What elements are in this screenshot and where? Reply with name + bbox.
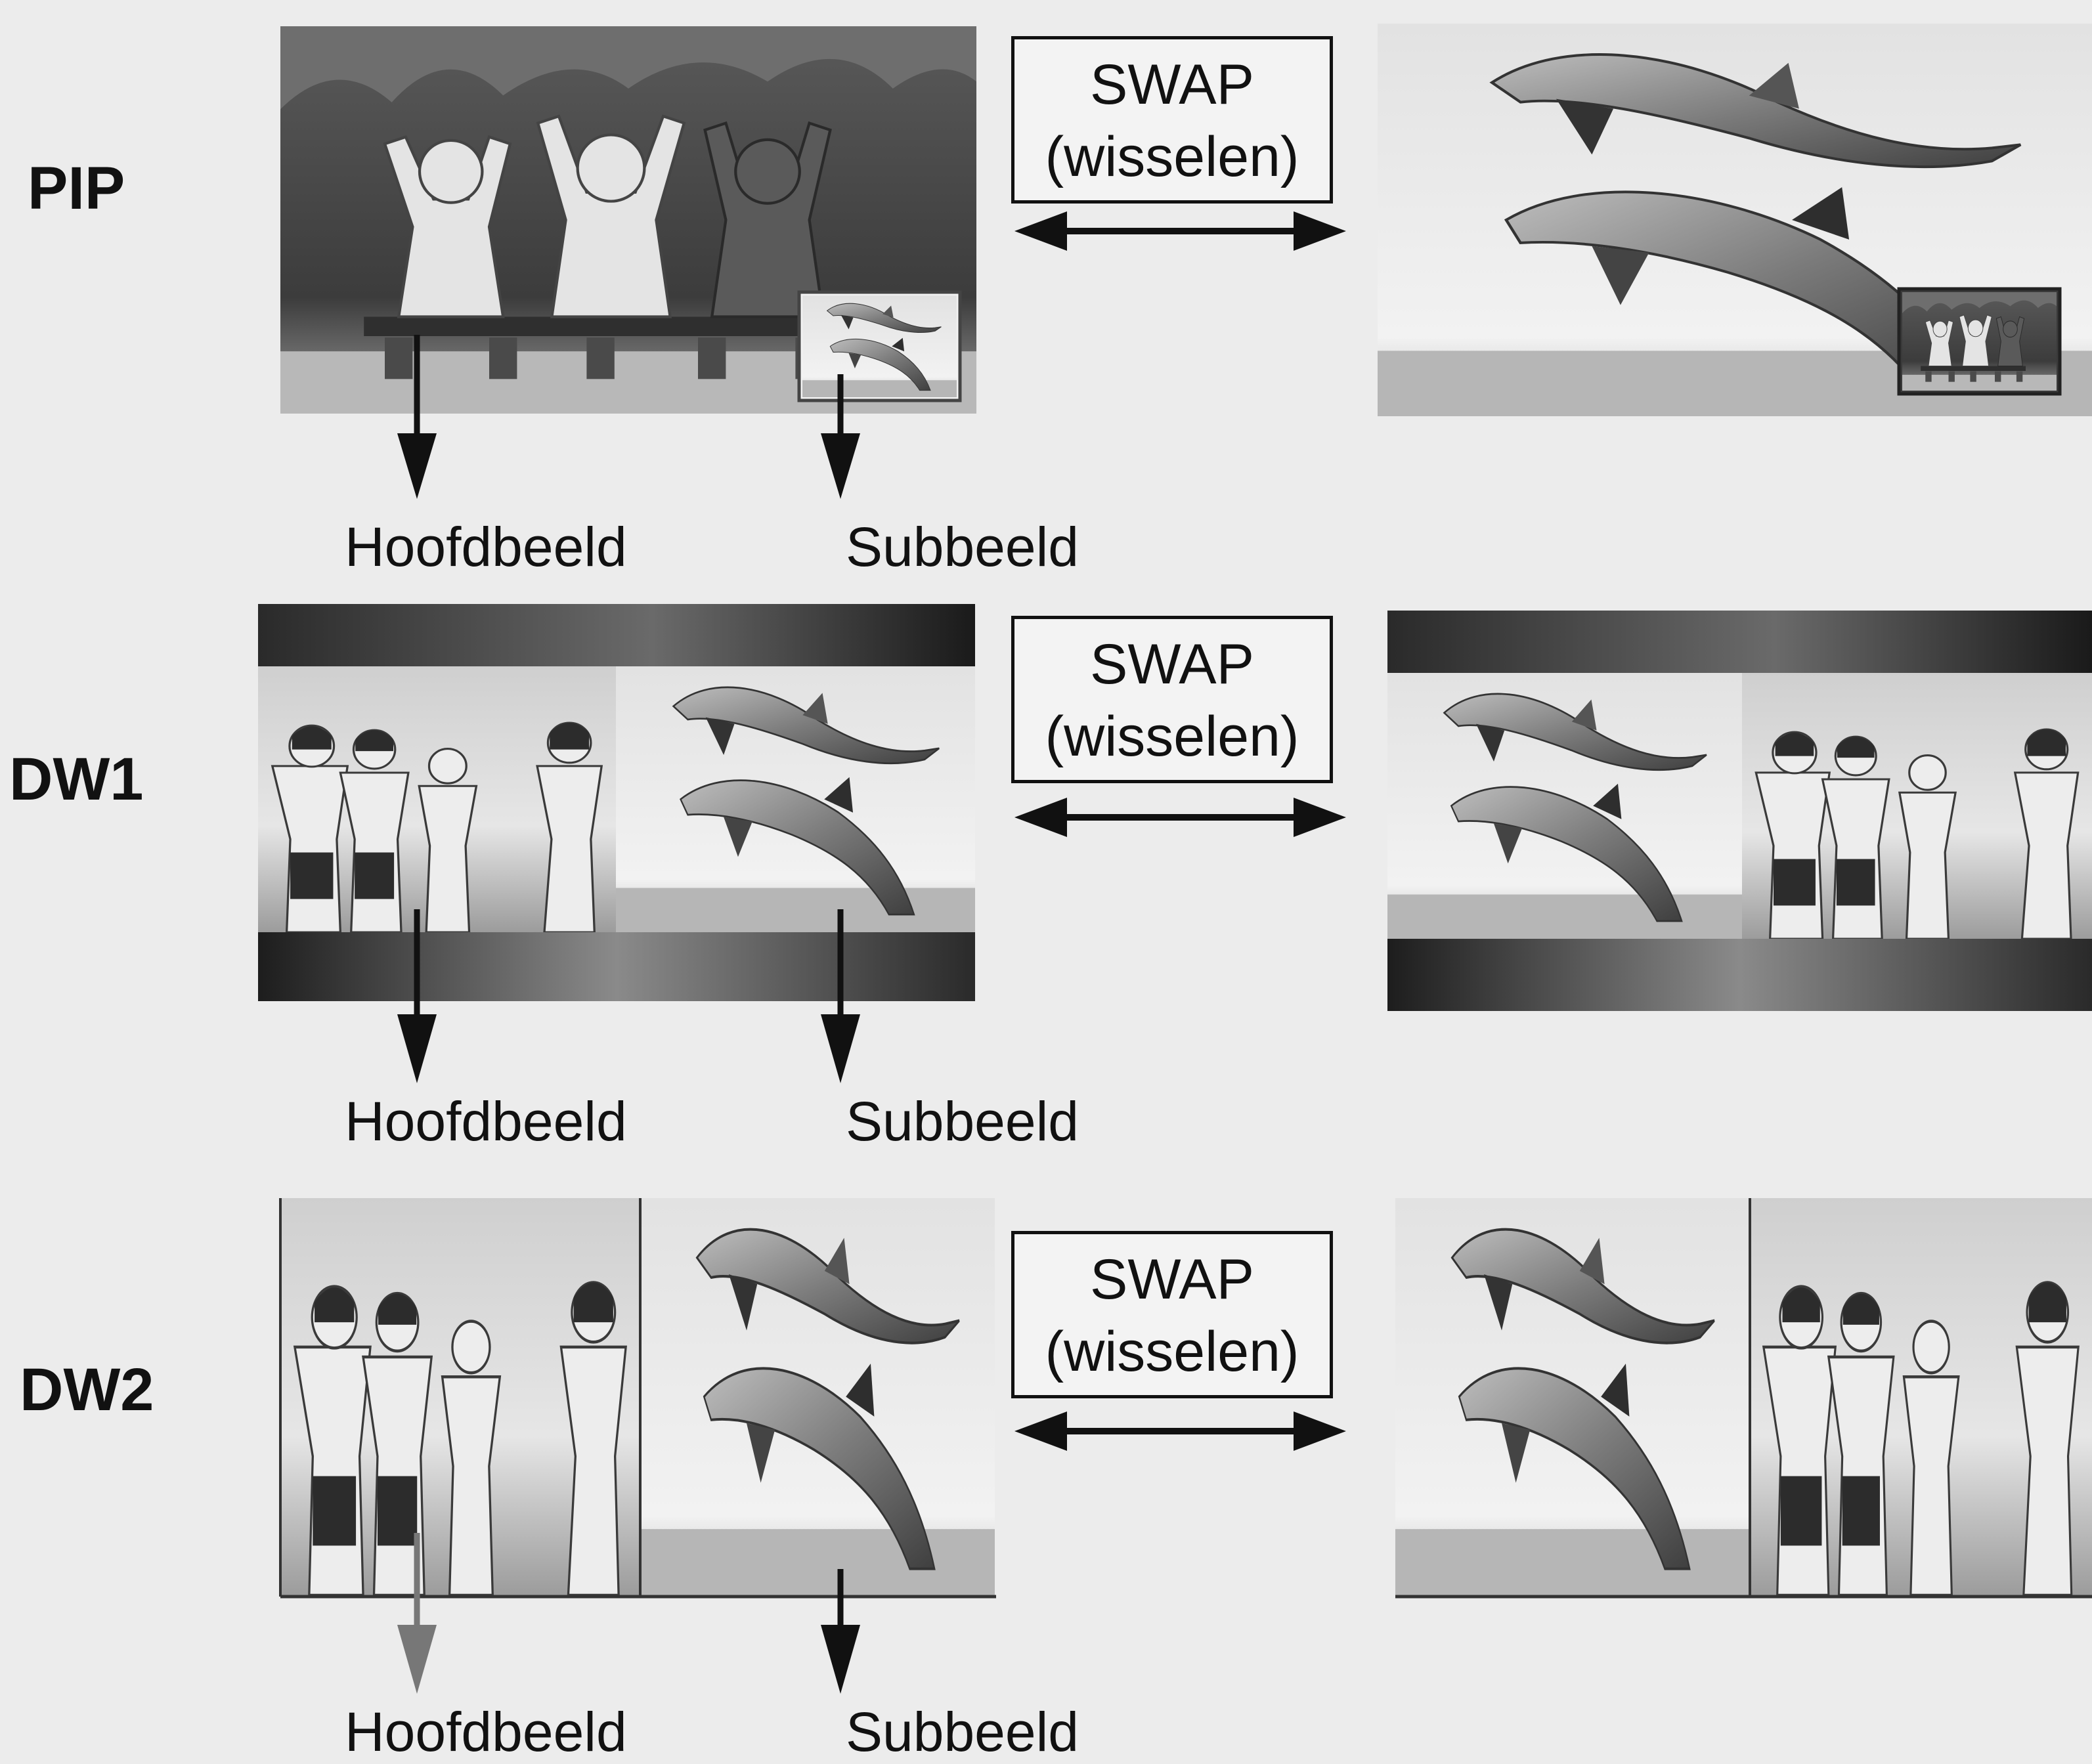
double-arrow-icon <box>1014 798 1346 837</box>
dw2-right-screen <box>1395 1198 2092 1599</box>
caption-sub-pip: Subbeeld <box>846 516 1079 578</box>
pip-right-screen <box>1378 24 2092 416</box>
down-arrow-icon <box>397 1533 437 1694</box>
dolphins-image <box>640 1198 995 1595</box>
swap-box-pip: SWAP (wisselen) <box>1011 36 1333 204</box>
down-arrow-icon <box>397 335 437 499</box>
children-image <box>1750 1198 2092 1595</box>
dolphins-image <box>616 666 975 932</box>
dolphins-image <box>1387 673 1742 939</box>
children-image <box>1902 292 2057 391</box>
dw2-left-screen <box>279 1198 996 1599</box>
dolphins-image <box>802 295 957 397</box>
swap-title: SWAP <box>1089 1248 1255 1311</box>
pip-left-screen <box>280 26 976 414</box>
swap-title: SWAP <box>1089 53 1255 116</box>
dw1-right-screen <box>1387 611 2092 1011</box>
caption-main-dw1: Hoofdbeeld <box>345 1090 627 1152</box>
swap-box-dw2: SWAP (wisselen) <box>1011 1231 1333 1398</box>
caption-sub-dw1: Subbeeld <box>846 1090 1079 1152</box>
down-arrow-icon <box>821 374 860 499</box>
swap-box-dw1: SWAP (wisselen) <box>1011 616 1333 783</box>
caption-main-dw2: Hoofdbeeld <box>345 1701 627 1763</box>
down-arrow-icon <box>821 1569 860 1694</box>
dw1-left-screen <box>258 604 975 1001</box>
double-arrow-icon <box>1014 1411 1346 1451</box>
mode-label-pip: PIP <box>28 155 125 222</box>
children-image <box>280 1198 640 1595</box>
swap-subtitle: (wisselen) <box>1045 125 1299 188</box>
mode-label-dw1: DW1 <box>9 746 144 813</box>
mode-label-dw2: DW2 <box>20 1356 154 1423</box>
down-arrow-icon <box>397 909 437 1083</box>
double-arrow-icon <box>1014 211 1346 251</box>
swap-subtitle: (wisselen) <box>1045 1320 1299 1383</box>
children-image <box>258 666 616 932</box>
caption-main-pip: Hoofdbeeld <box>345 516 627 578</box>
swap-title: SWAP <box>1089 633 1255 696</box>
down-arrow-icon <box>821 909 860 1083</box>
swap-subtitle: (wisselen) <box>1045 705 1299 768</box>
children-image <box>1742 673 2092 939</box>
dolphins-image <box>1395 1198 1750 1595</box>
caption-sub-dw2: Subbeeld <box>846 1701 1079 1763</box>
